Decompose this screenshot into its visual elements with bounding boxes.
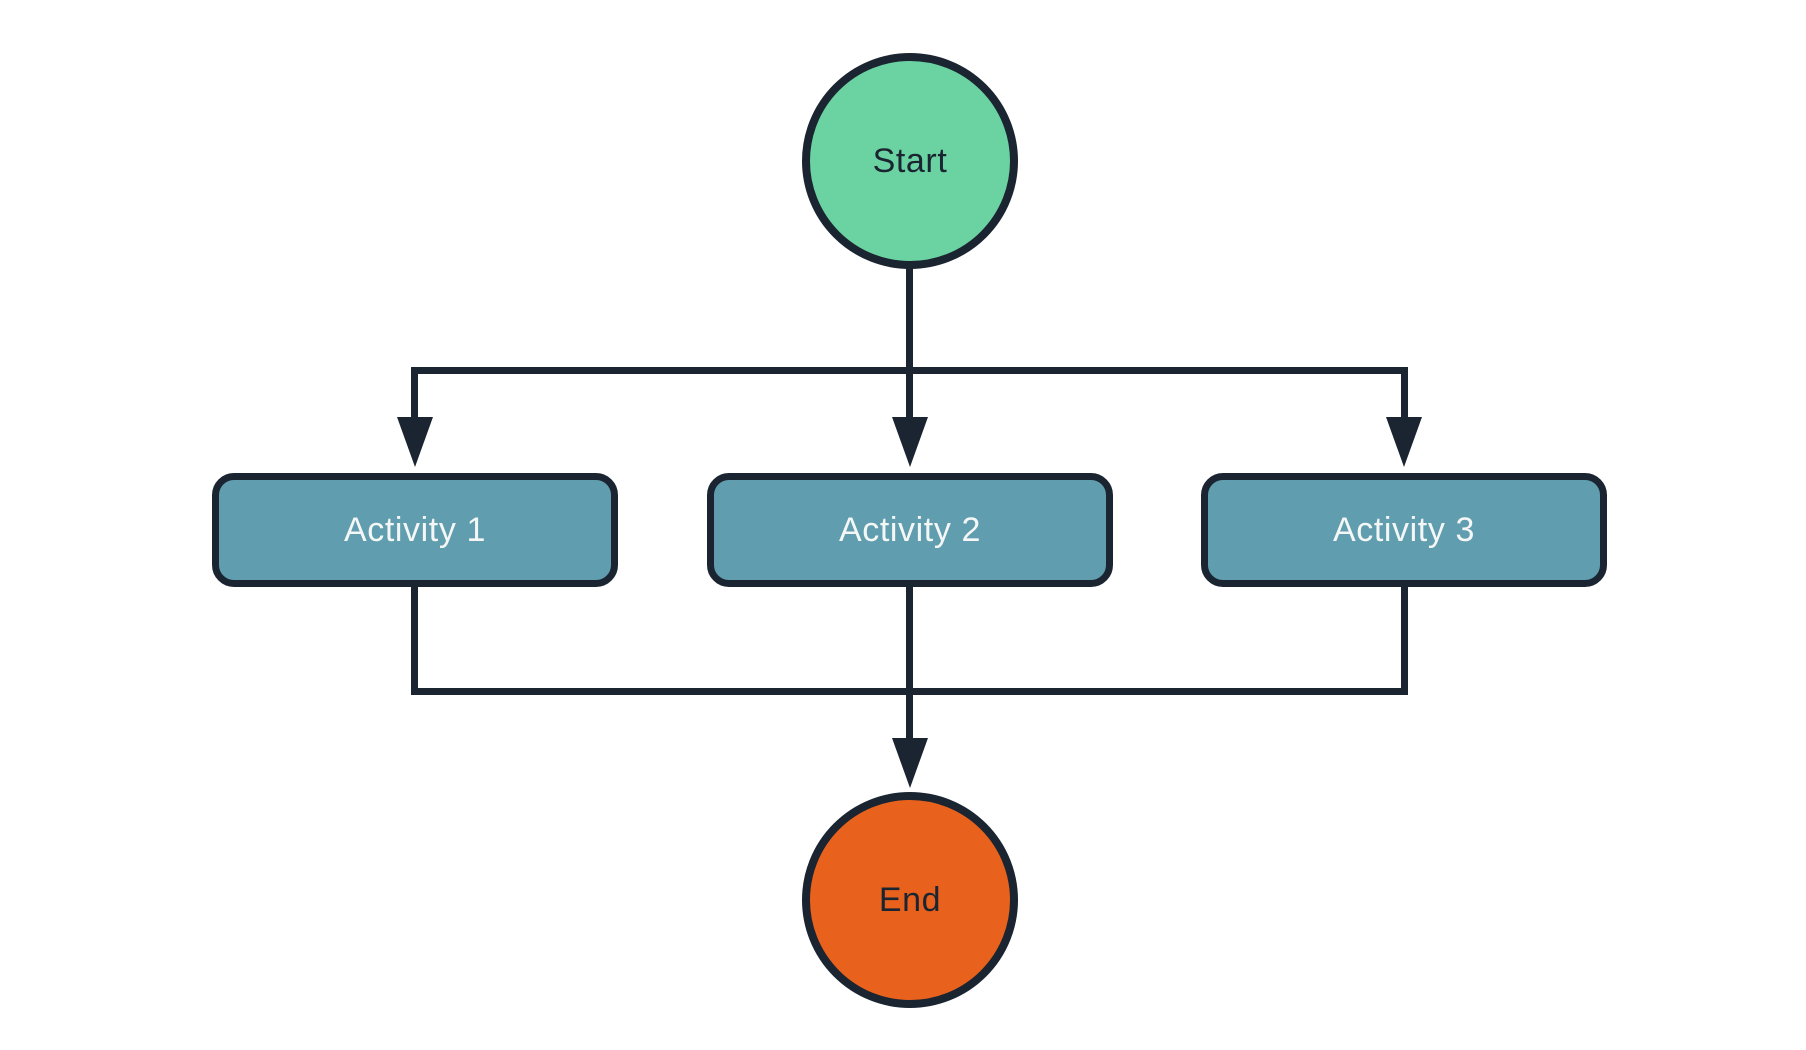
edge-merge-rail: [411, 688, 1408, 695]
arrowhead-into-activity2: [892, 417, 928, 467]
node-activity3: Activity 3: [1201, 473, 1607, 587]
edge-activity2-to-merge: [906, 585, 913, 738]
node-start: Start: [802, 53, 1018, 269]
node-start-label: Start: [872, 141, 948, 180]
arrowhead-into-activity3: [1386, 417, 1422, 467]
edge-split-to-activity1: [411, 367, 418, 420]
node-activity2: Activity 2: [707, 473, 1113, 587]
node-end: End: [802, 792, 1018, 1008]
node-activity1-label: Activity 1: [343, 510, 487, 549]
edge-activity3-to-merge: [1401, 585, 1408, 695]
node-activity2-label: Activity 2: [838, 510, 982, 549]
edge-split-to-activity3: [1401, 367, 1408, 420]
edge-activity1-to-merge: [411, 585, 418, 695]
arrowhead-into-activity1: [397, 417, 433, 467]
node-activity3-label: Activity 3: [1332, 510, 1476, 549]
node-end-label: End: [878, 880, 942, 919]
edge-start-to-split: [906, 266, 913, 420]
node-activity1: Activity 1: [212, 473, 618, 587]
arrowhead-into-end: [892, 738, 928, 788]
edge-split-rail: [411, 367, 1408, 374]
